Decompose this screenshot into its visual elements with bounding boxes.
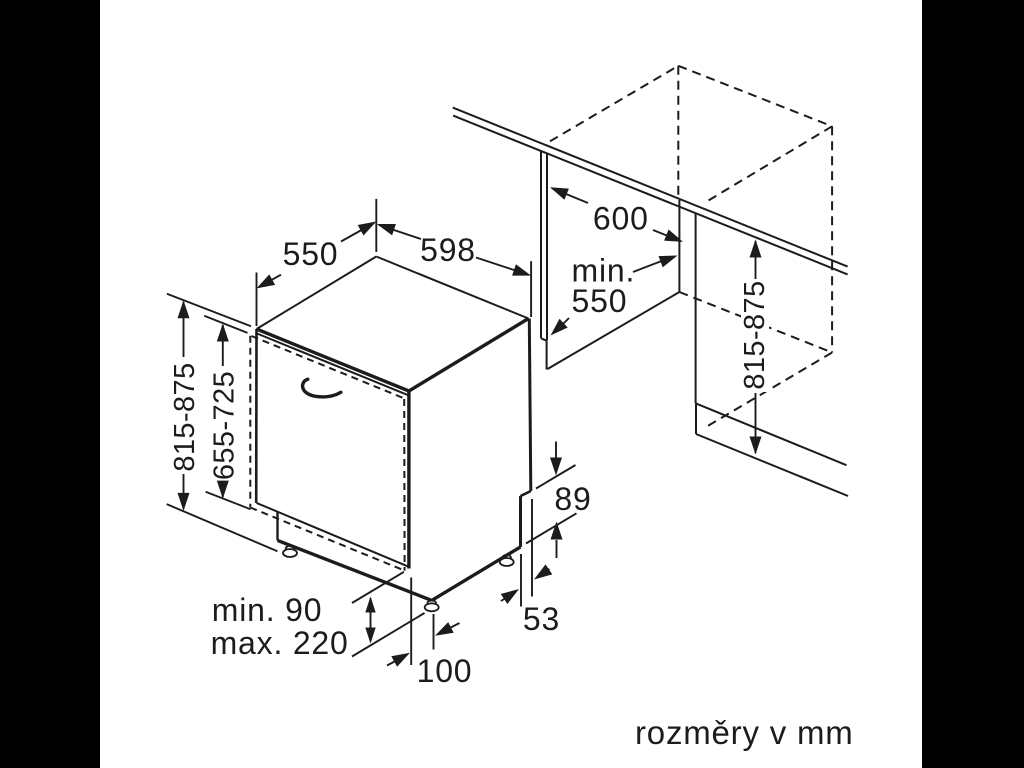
svg-text:598: 598 — [420, 232, 476, 268]
svg-text:550: 550 — [572, 283, 628, 319]
svg-text:655-725: 655-725 — [208, 371, 240, 480]
svg-text:815-875: 815-875 — [739, 280, 771, 389]
svg-text:max. 220: max. 220 — [211, 625, 349, 661]
svg-text:815-875: 815-875 — [169, 362, 201, 471]
svg-text:89: 89 — [554, 481, 591, 517]
svg-text:min.: min. — [572, 253, 636, 289]
svg-text:rozměry v mm: rozměry v mm — [635, 714, 854, 751]
svg-text:550: 550 — [283, 236, 339, 272]
svg-text:53: 53 — [523, 601, 560, 637]
svg-text:min. 90: min. 90 — [212, 592, 323, 628]
svg-text:100: 100 — [417, 653, 473, 689]
svg-text:600: 600 — [593, 201, 649, 237]
